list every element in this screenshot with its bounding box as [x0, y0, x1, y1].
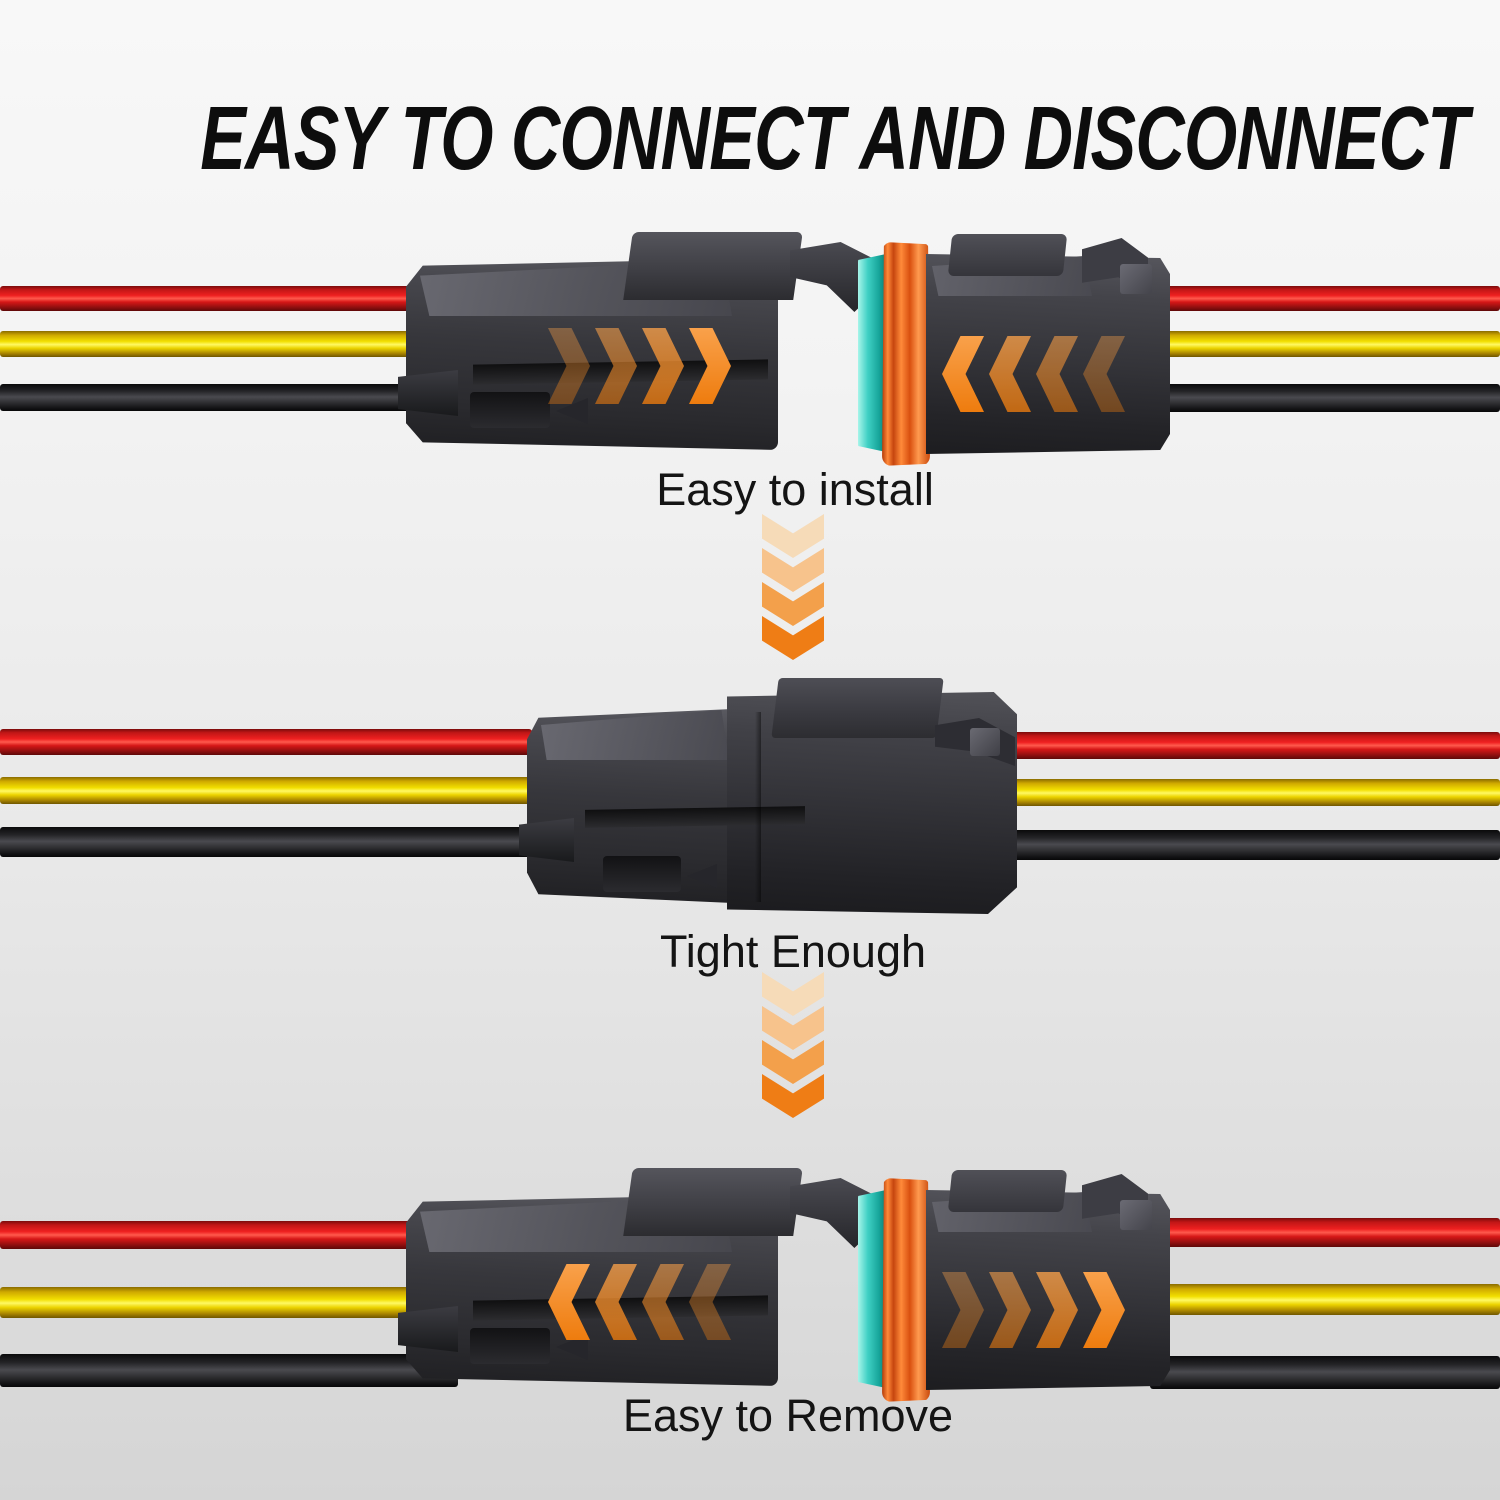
down-arrow-icon	[762, 514, 824, 558]
connector-mouth	[585, 806, 805, 828]
chevron-icon	[689, 328, 731, 404]
yellow-wire	[1002, 779, 1500, 806]
step-caption-remove: Easy to Remove	[622, 1390, 954, 1441]
black-wire	[0, 1354, 458, 1387]
connector-clip	[1120, 264, 1152, 294]
seal-ring-orange	[882, 242, 930, 466]
chevron-icon	[548, 328, 590, 404]
connector-latch	[947, 234, 1068, 276]
chevron-icon	[595, 1264, 637, 1340]
seal-face-teal	[858, 254, 886, 452]
step-caption-install: Easy to install	[656, 464, 934, 515]
black-wire	[0, 384, 458, 411]
black-wire	[1150, 1356, 1500, 1389]
chevron-icon	[989, 1272, 1031, 1348]
down-arrow-icon	[762, 972, 824, 1016]
yellow-wire	[1150, 331, 1500, 357]
chevrons-right-icon	[942, 1272, 1125, 1348]
connector-notch	[398, 1306, 458, 1352]
connector-clip	[1120, 1200, 1152, 1230]
yellow-wire	[0, 331, 455, 357]
chevrons-right-icon	[548, 328, 731, 404]
step-caption-tight: Tight Enough	[659, 926, 927, 977]
red-wire	[1002, 732, 1500, 759]
connector-latch	[947, 1170, 1068, 1212]
mating-seam	[755, 712, 761, 902]
chevron-icon	[942, 1272, 984, 1348]
chevron-icon	[595, 328, 637, 404]
female-connector	[398, 1168, 882, 1398]
connector-slot	[603, 856, 681, 892]
connector-notch	[398, 370, 458, 416]
chevron-icon	[548, 1264, 590, 1340]
connected-connectors	[515, 668, 1020, 930]
red-wire	[1150, 286, 1500, 311]
connector-latch	[623, 1168, 803, 1236]
black-wire	[0, 827, 537, 857]
page-title: EASY TO CONNECT AND DISCONNECT	[0, 88, 1500, 191]
black-wire	[1150, 384, 1500, 412]
male-connector	[858, 234, 1170, 468]
chevron-icon	[642, 1264, 684, 1340]
connector-latch	[771, 678, 944, 738]
yellow-wire	[0, 1287, 455, 1318]
connector-latch	[623, 232, 803, 300]
yellow-wire	[0, 777, 534, 804]
connector-slot	[470, 392, 550, 428]
chevron-icon	[642, 328, 684, 404]
chevron-icon	[1036, 1272, 1078, 1348]
red-wire	[0, 286, 452, 311]
chevrons-left-icon	[548, 1264, 731, 1340]
female-connector	[398, 232, 882, 462]
connector-clip	[970, 728, 1000, 756]
seal-ring-orange	[882, 1178, 930, 1402]
connector-slot	[470, 1328, 550, 1364]
red-wire	[0, 729, 532, 755]
black-wire	[1002, 830, 1500, 860]
down-chevrons-icon	[762, 514, 824, 660]
red-wire	[1150, 1218, 1500, 1247]
seal-face-teal	[858, 1190, 886, 1388]
chevron-icon	[1083, 1272, 1125, 1348]
chevron-icon	[1083, 336, 1125, 412]
red-wire	[0, 1221, 452, 1249]
chevron-icon	[942, 336, 984, 412]
chevron-icon	[689, 1264, 731, 1340]
chevron-icon	[989, 336, 1031, 412]
chevron-icon	[1036, 336, 1078, 412]
down-chevrons-icon	[762, 972, 824, 1118]
connector-notch	[519, 818, 574, 862]
chevrons-left-icon	[942, 336, 1125, 412]
male-connector	[858, 1170, 1170, 1404]
page-title-text: EASY TO CONNECT AND DISCONNECT	[200, 89, 1469, 189]
yellow-wire	[1150, 1284, 1500, 1315]
